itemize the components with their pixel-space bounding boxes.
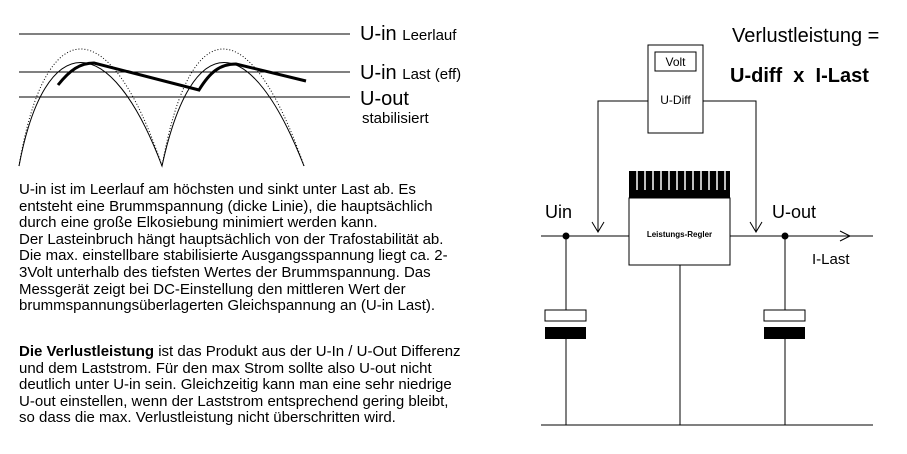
- ilast-label: I-Last: [812, 251, 850, 268]
- u-out-stabilisiert-label: stabilisiert: [362, 110, 430, 127]
- output-capacitor-minus-plate: [764, 327, 805, 339]
- regulator-box: [628, 197, 731, 266]
- input-capacitor-plus-plate: [544, 309, 587, 322]
- text-line: Die max. einstellbare stabilisierte Ausg…: [19, 247, 448, 265]
- voltmeter-display: [654, 51, 697, 72]
- text-line: deutlich unter U-in sein. Gleichzeitig k…: [19, 376, 452, 394]
- text-line: 3Volt unterhalb des tiefsten Wertes der …: [19, 263, 431, 281]
- text-line: entsteht eine Brummspannung (dicke Linie…: [19, 197, 433, 215]
- text-line: so dass die max. Verlustleistung nicht ü…: [19, 409, 396, 427]
- text-line-rest: ist das Produkt aus der U-In / U-Out Dif…: [154, 343, 461, 360]
- text-line: Der Lasteinbruch hängt hauptsächlich von…: [19, 230, 444, 248]
- text-line: Messgerät zeigt bei DC-Einstellung den m…: [19, 280, 406, 298]
- voltmeter-display-text: Volt: [665, 55, 686, 69]
- uout-label: U-out: [772, 202, 816, 222]
- regulator-label: Leistungs-Regler: [647, 230, 712, 239]
- voltmeter: Volt U-Diff: [647, 44, 704, 134]
- meter-lead-right-arrow: [749, 221, 763, 233]
- text-line: U-out einstellen, wenn der Laststrom ent…: [19, 392, 449, 410]
- formula-title: Verlustleistung =: [732, 25, 879, 47]
- meter-lead-right: [703, 100, 757, 232]
- u-in-leerlauf-label: U-in Leerlauf: [360, 23, 457, 45]
- ripple-voltage-line: [56, 61, 307, 92]
- u-in-last-label: U-in Last (eff): [360, 62, 461, 84]
- loaded-sine-wave: [18, 62, 305, 168]
- input-capacitor-minus-plate: [545, 327, 586, 339]
- voltmeter-label: U-Diff: [660, 93, 691, 107]
- no-load-sine-wave: [18, 48, 305, 167]
- meter-lead-left: [597, 100, 648, 232]
- text-line: durch eine große Elkosiebung minimiert w…: [19, 214, 378, 232]
- explanation-paragraph-ripple: U-in ist im Leerlauf am höchsten und sin…: [19, 181, 559, 315]
- output-current-arrow: [839, 230, 852, 242]
- text-line: brummspannungsüberlagerten Gleichspannun…: [19, 297, 436, 315]
- text-line: und dem Laststrom. Für den max Strom sol…: [19, 359, 432, 377]
- output-capacitor-plus-plate: [763, 309, 806, 322]
- u-out-label: U-out: [360, 88, 409, 110]
- text-line: Die Verlustleistung ist das Produkt aus …: [19, 343, 559, 361]
- explanation-paragraph-power-loss: Die Verlustleistung ist das Produkt aus …: [19, 343, 559, 427]
- text-line: U-in ist im Leerlauf am höchsten und sin…: [19, 181, 416, 198]
- meter-lead-left-arrow: [591, 221, 605, 233]
- power-loss-heading: Die Verlustleistung: [19, 343, 155, 360]
- waveform-diagram: [18, 33, 350, 168]
- uin-label: Uin: [545, 202, 572, 222]
- regulator-heatsink: [629, 171, 730, 198]
- formula-expression: U-diff x I-Last: [730, 65, 869, 87]
